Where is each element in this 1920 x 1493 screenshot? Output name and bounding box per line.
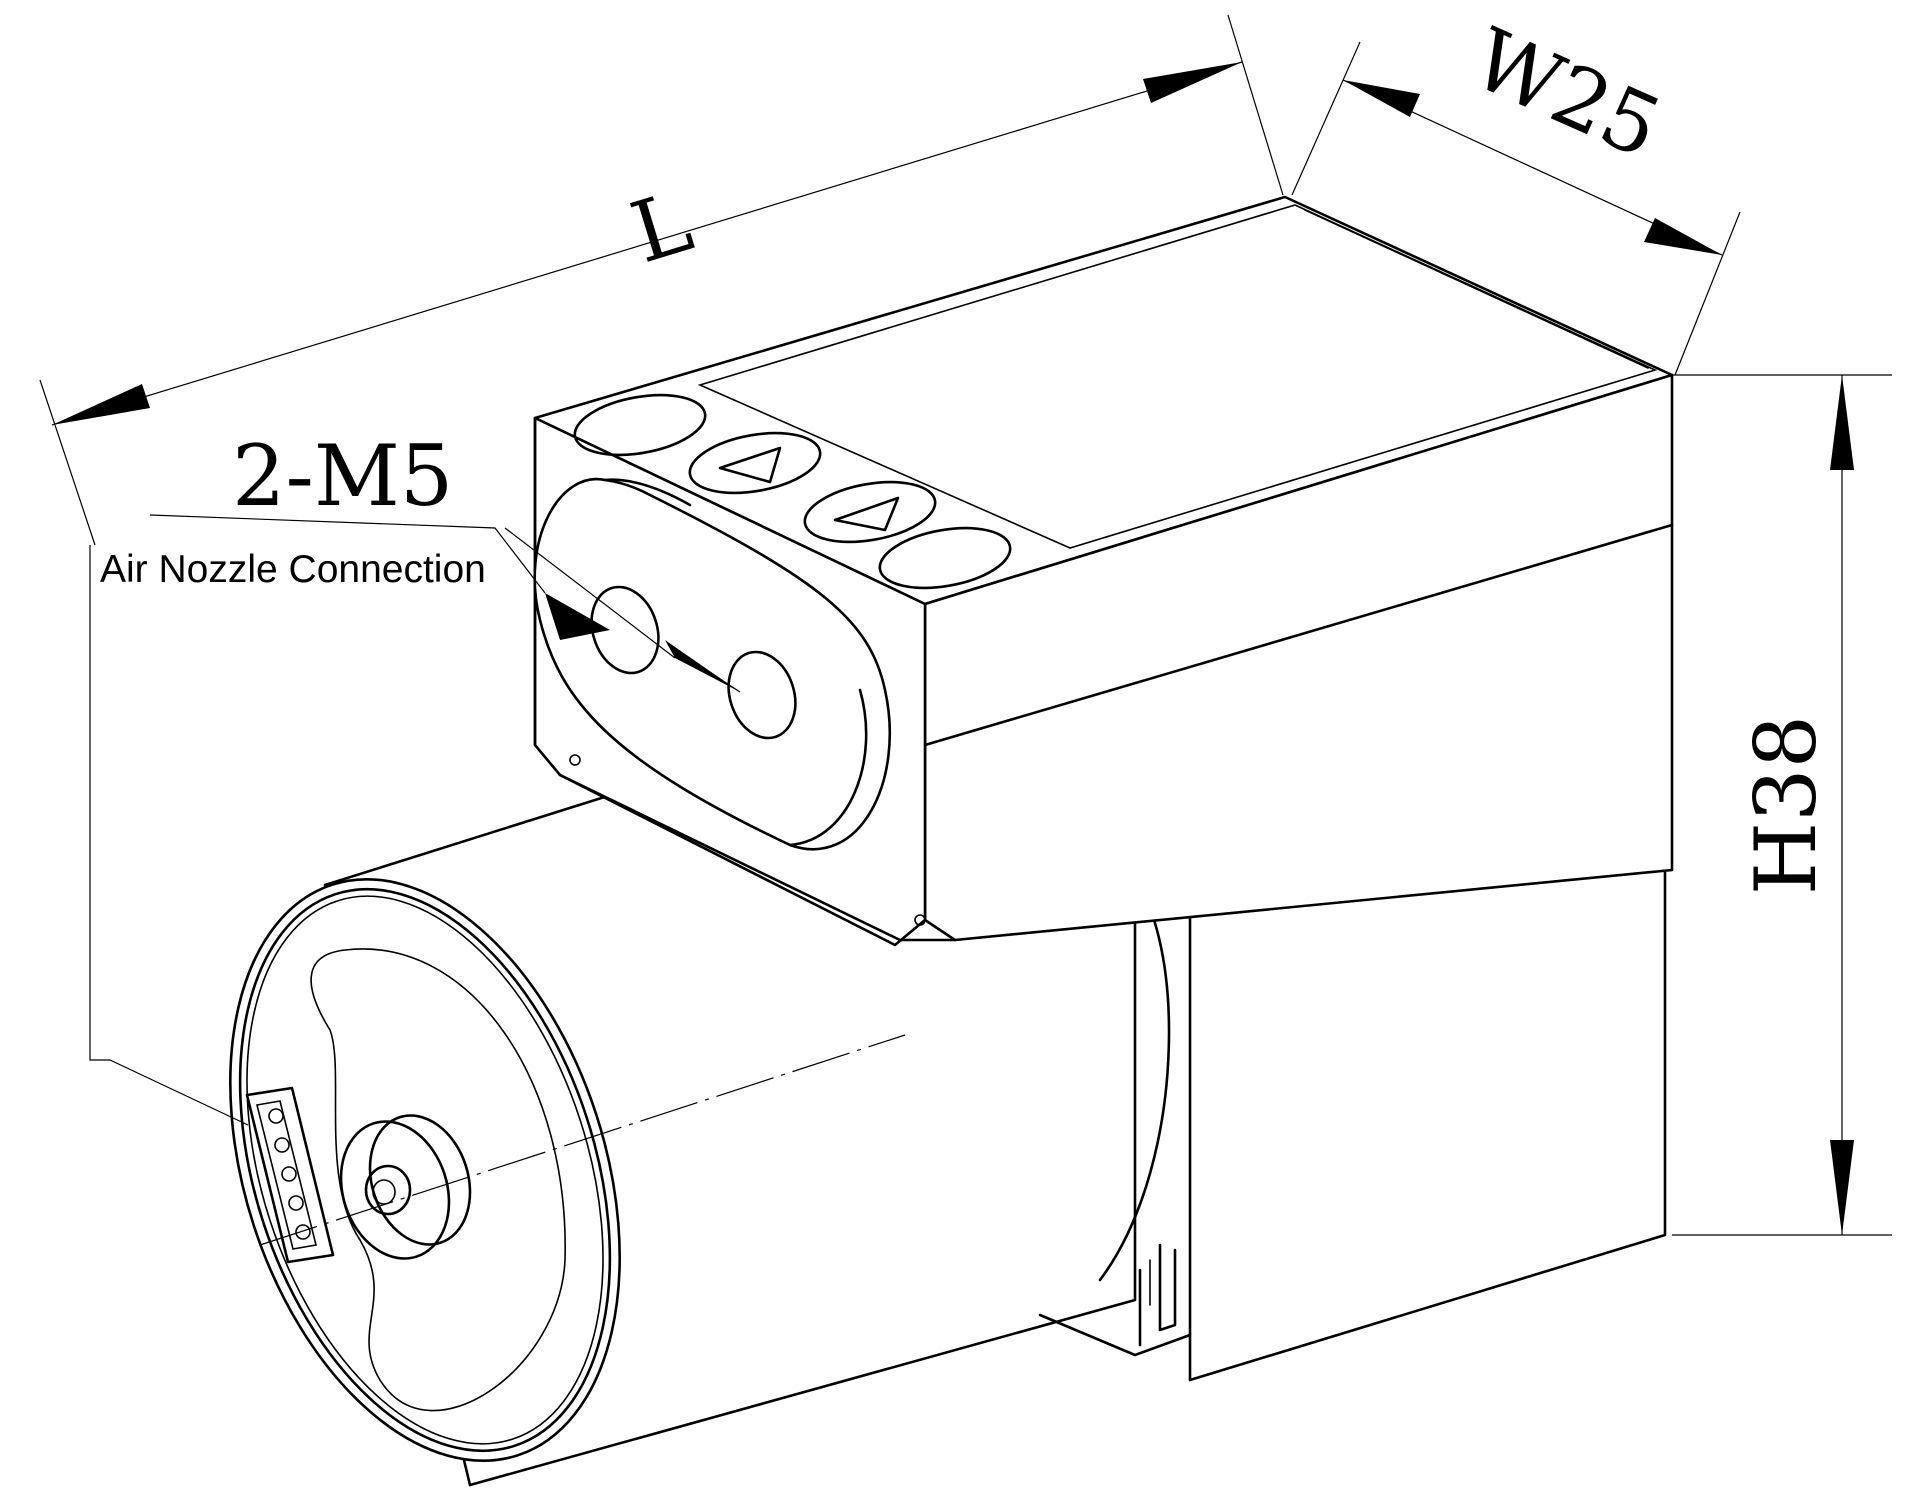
dimension-length-label: L xyxy=(621,172,703,282)
dimension-width-label: W25 xyxy=(1459,9,1675,177)
callout-air-nozzle: 2-M5 Air Nozzle Connection xyxy=(89,427,741,1126)
dimension-height-label: H38 xyxy=(1737,715,1835,895)
electrical-connector xyxy=(245,1086,335,1264)
air-nozzle-connection-label: Air Nozzle Connection xyxy=(100,548,486,591)
motor-end-cap xyxy=(229,878,906,1462)
nozzle-plate xyxy=(533,477,892,851)
thread-spec-label: 2-M5 xyxy=(232,427,453,525)
dimension-height: H38 xyxy=(1672,374,1892,1236)
top-ports xyxy=(573,393,1012,590)
